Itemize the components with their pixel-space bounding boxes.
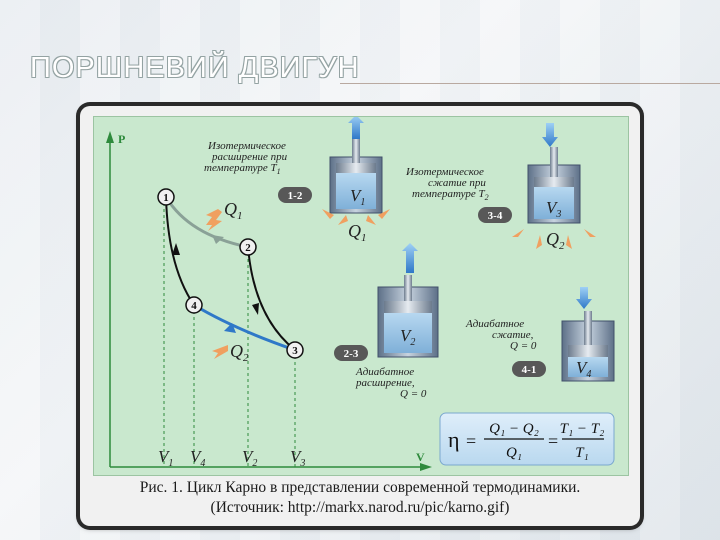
stage-3-4-rod [550,147,558,177]
stage-3-4-heat-out-icon [512,229,596,249]
stage-3-4-heat: Q2 [546,229,565,252]
graph-q2-label: Q2 [230,341,249,364]
formula-eta: η [448,427,460,452]
curve-3-4 [193,303,296,352]
heat-out-arrow-icon [212,345,228,359]
curve-1-2 [164,196,249,249]
svg-text:4: 4 [191,300,197,312]
v-tick-3: V3 [290,447,305,469]
formula-denominator-2: T₁ [575,445,589,461]
stage-3-4-piston [534,177,574,187]
graph-q1-label: Q1 [224,199,243,222]
p-axis-label: P [118,132,125,146]
svg-text:3: 3 [292,345,298,357]
title-rule [340,83,720,84]
svg-text:2-3: 2-3 [344,348,359,360]
stage-3-4-volume: V3 [546,198,561,220]
formula-numerator-2: T₁ − T₂ [560,421,605,437]
stage-4-1-piston [568,345,608,357]
stage-2-3-description: Адиабатное расширение, Q = 0 [355,366,427,400]
stage-2-3-up-arrow-icon [402,243,418,273]
arrow-4-1-icon [172,243,180,255]
stage-1-2-badge [278,187,312,203]
stage-1-2: Изотермическое расширение при температур… [204,115,390,244]
formula-denominator-1: Q₁ [506,445,522,461]
p-axis-arrow-icon [106,131,114,143]
svg-text:3-4: 3-4 [488,210,503,222]
stage-2-3-volume: V2 [400,326,415,348]
stage-3-4-down-arrow-icon [542,123,558,147]
stage-4-1: Адиабатное сжатие, Q = 0 V4 4-1 [465,287,615,382]
point-3 [286,341,304,359]
heat-in-arrow-icon [206,209,222,231]
arrow-2-3-icon [252,303,259,315]
efficiency-formula: η = Q₁ − Q₂ Q₁ = T₁ − T₂ T₁ [439,412,615,466]
stage-4-1-badge [512,361,546,377]
stage-1-2-piston [336,163,376,173]
svg-text:4-1: 4-1 [522,364,537,376]
point-2 [239,238,257,256]
svg-text:1: 1 [163,192,169,204]
stage-3-4-badge [478,207,512,223]
curve-2-3 [247,246,296,351]
stage-4-1-volume: V4 [576,358,591,380]
formula-equals: = [466,431,476,451]
point-4 [185,296,203,314]
point-1 [157,188,175,206]
stage-1-2-rod [352,139,360,163]
v-tick-2: V2 [242,447,257,469]
stage-2-3: V2 2-3 Адиабатное расширение, Q = 0 [334,243,439,400]
v-tick-labels: V1 V4 V2 V3 [158,447,305,469]
axes: P V [106,131,432,471]
stage-4-1-description: Адиабатное сжатие, Q = 0 [465,318,537,352]
stage-1-2-gas [336,173,376,209]
stage-1-2-up-arrow-icon [348,115,364,139]
caption-line-2: (Источник: http://markx.narod.ru/pic/kar… [210,499,510,516]
diagram-svg: P V V1 V4 V2 V3 1 2 3 4 Q1 [106,115,615,471]
curve-4-1 [165,196,195,306]
arrow-3-4-icon [224,323,236,333]
stage-1-2-volume: V1 [350,186,365,208]
stage-1-2-description: Изотермическое расширение при температур… [204,140,290,176]
stage-4-1-rod [584,311,592,345]
stage-2-3-badge [334,345,368,361]
v-tick-1: V1 [158,447,173,469]
carnot-cycle [164,196,296,352]
v-tick-4: V4 [190,447,205,469]
state-points: 1 2 3 4 [157,188,304,359]
stage-4-1-down-arrow-icon [576,287,592,309]
arrow-1-2-icon [212,235,224,244]
volume-guides [163,197,296,467]
svg-text:2: 2 [245,242,251,254]
stage-3-4-description: Изотермическое сжатие при температуре T2 [405,166,489,202]
stage-3-4: Изотермическое сжатие при температуре T2… [405,123,596,252]
formula-numerator-1: Q₁ − Q₂ [489,421,539,437]
carnot-diagram: P V V1 V4 V2 V3 1 2 3 4 Q1 [93,115,629,476]
svg-text:1-2: 1-2 [288,190,303,202]
stage-2-3-piston [384,301,432,313]
v-axis-label: V [416,450,425,464]
stage-3-4-gas [534,187,574,219]
slide-title: ПОРШНЕВИЙ ДВИГУН [30,52,360,84]
stage-4-1-gas [568,357,608,377]
stage-2-3-rod [404,275,412,301]
caption-line-1: Рис. 1. Цикл Карно в представлении совре… [139,479,581,496]
stage-2-3-gas [384,313,432,353]
stage-1-2-heat-in-icon [322,209,390,225]
figure-caption: Рис. 1. Цикл Карно в представлении совре… [90,478,630,518]
v-axis-arrow-icon [420,463,432,471]
stage-1-2-heat: Q1 [348,221,367,244]
formula-equals-2: = [548,431,558,451]
